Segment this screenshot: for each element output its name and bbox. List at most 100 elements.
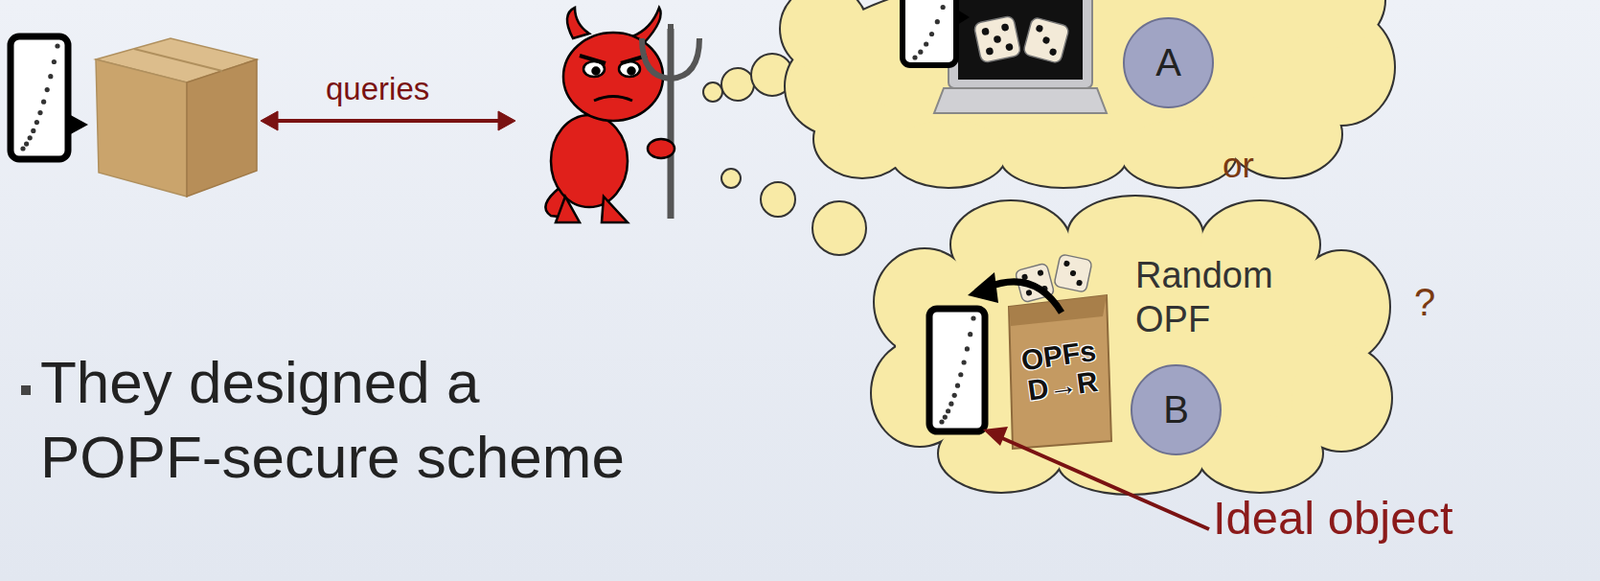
bag-label: OPFs D→R <box>1008 333 1113 407</box>
cloud-lobe-fill <box>1120 119 1236 187</box>
die-pip <box>1042 36 1052 46</box>
devil-body <box>550 114 628 207</box>
cloud-lobe-fill <box>1279 0 1385 48</box>
plot-dot <box>917 49 923 55</box>
plot-dot <box>923 41 929 46</box>
cloud-outline <box>780 0 1395 187</box>
cloud-lobe <box>1120 119 1236 187</box>
cloud-lobe <box>1001 129 1126 187</box>
die-face <box>1053 253 1093 293</box>
plot-dot <box>967 331 973 337</box>
plot-dot <box>935 19 940 24</box>
box-left <box>95 59 187 197</box>
bubble <box>721 168 741 188</box>
arrow-head <box>498 111 516 131</box>
bubble <box>703 82 723 102</box>
pupil <box>628 68 636 75</box>
devil-legs <box>555 196 628 223</box>
die-pip <box>1035 23 1045 33</box>
circle-letter: B <box>1163 388 1189 432</box>
plot-dot <box>938 418 944 424</box>
pupil <box>593 68 600 75</box>
connector-word: or <box>1222 143 1300 188</box>
laptop-base <box>934 88 1107 114</box>
laptop-display <box>958 0 1083 80</box>
oracle-a-circle: A <box>1122 17 1214 109</box>
plot-dot <box>945 408 951 413</box>
plot-dot <box>20 145 25 151</box>
devil-hand <box>647 138 675 159</box>
die-pip <box>1005 43 1014 52</box>
plot-dot <box>964 345 970 351</box>
box-flap <box>134 48 223 71</box>
die-face <box>1023 17 1071 65</box>
die <box>1053 253 1093 293</box>
plot-frame <box>929 308 985 432</box>
cloud-lobe-fill <box>780 0 868 72</box>
cloud-lobe <box>951 201 1071 288</box>
devil-head <box>563 32 663 121</box>
question-mark: ? <box>1414 277 1453 326</box>
devil-mouth <box>594 96 633 102</box>
die-pip <box>1049 47 1058 57</box>
cloud-shape <box>867 196 1395 494</box>
ideal-world-cloud: Random OPF OPFs D→R B <box>867 196 1395 494</box>
bubble <box>812 201 867 255</box>
plot-dot <box>961 359 967 365</box>
die-pip <box>1036 269 1044 276</box>
die-pip <box>1041 284 1049 292</box>
plot-dot <box>970 315 976 320</box>
plot-dot <box>23 140 29 146</box>
plot-dot <box>47 73 53 79</box>
plot-dot <box>51 59 57 65</box>
plot-dot <box>45 87 50 92</box>
arrow-head <box>260 111 278 131</box>
cloud-fill <box>780 0 1395 187</box>
arrow-head <box>967 272 999 303</box>
plot-dot <box>41 99 46 105</box>
plot-dot <box>54 43 60 48</box>
circle-letter: A <box>1155 41 1182 85</box>
die-pip <box>1025 289 1032 297</box>
real-scheme-illustration <box>902 0 1107 114</box>
devil-brows <box>579 55 647 64</box>
die-pip <box>1063 259 1071 267</box>
cloud-outline <box>871 196 1392 494</box>
die-pip <box>984 46 994 56</box>
edge-caption: queries <box>325 68 518 109</box>
die-face <box>973 15 1022 64</box>
plot-dot <box>940 4 946 10</box>
bubble <box>760 182 796 217</box>
plot-dot <box>27 135 33 140</box>
ideal-plot-icon <box>929 308 985 432</box>
box-right <box>186 59 257 197</box>
bullet-text: They designed a POPF-secure scheme <box>40 344 673 494</box>
sampling-arrow <box>986 281 1062 313</box>
cloud-caption: Random OPF <box>1135 253 1270 342</box>
cloud-lobe-fill <box>951 201 1071 288</box>
cloud-lobe-fill <box>1001 129 1126 187</box>
plot-dot <box>958 371 963 377</box>
cloud-lobe <box>871 340 968 446</box>
dice <box>973 15 1070 64</box>
plot-dot <box>37 110 43 115</box>
callout-text: Ideal object <box>1212 488 1520 548</box>
adversary-devil <box>545 7 700 223</box>
leader-line <box>1002 437 1210 529</box>
arrow-line <box>273 118 503 123</box>
cloud-lobe <box>891 119 1006 187</box>
plot-dot <box>929 31 935 37</box>
bubble <box>721 68 755 101</box>
die-pip <box>981 26 990 36</box>
cloud-lobe-fill <box>871 340 968 446</box>
arrow-head <box>982 426 1008 446</box>
die-face <box>1014 262 1055 303</box>
cloud-fill <box>871 196 1392 494</box>
plot-dot <box>955 383 960 389</box>
cloud-lobe-fill <box>891 119 1006 187</box>
die-pip <box>1075 278 1083 286</box>
die <box>1014 262 1055 303</box>
plot-dots <box>912 0 951 61</box>
pitchfork-prongs <box>641 23 700 79</box>
plot-frame <box>902 0 957 66</box>
